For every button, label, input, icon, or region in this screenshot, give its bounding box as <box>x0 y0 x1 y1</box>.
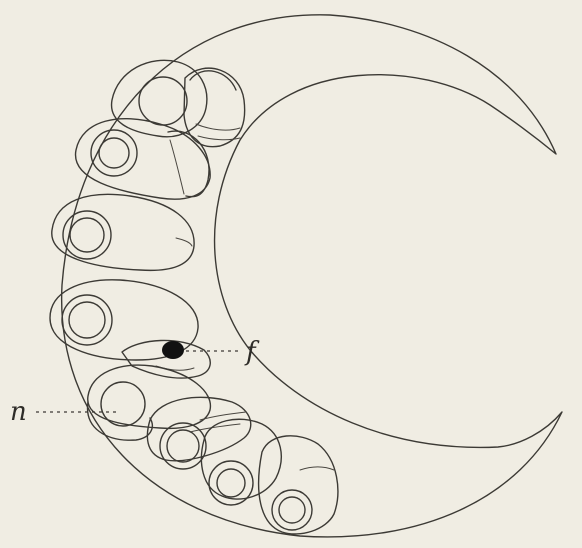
nucleus <box>279 497 305 523</box>
cell-group-n <box>88 365 211 440</box>
cell <box>88 402 153 440</box>
cell <box>168 131 209 197</box>
nucleus <box>139 77 187 125</box>
cell-group-3 <box>52 194 194 270</box>
cell <box>190 71 236 90</box>
cell-fold <box>196 124 240 130</box>
cell <box>201 419 281 499</box>
label-n: n <box>10 397 27 427</box>
cell-group-f <box>122 340 210 378</box>
cell <box>52 194 194 270</box>
cell-fold <box>176 238 192 246</box>
label-f: f <box>244 337 260 367</box>
nucleus <box>272 490 312 530</box>
cell-group-top <box>112 60 245 146</box>
nucleus <box>70 218 104 252</box>
nucleus <box>99 138 129 168</box>
crescent-outline <box>62 15 562 537</box>
nucleus <box>69 302 105 338</box>
cell <box>184 68 245 147</box>
cell-fold <box>170 140 184 194</box>
nucleus <box>217 469 245 497</box>
dark-body <box>162 341 184 359</box>
cell-fold <box>198 136 240 140</box>
cell-fold <box>300 467 334 470</box>
nucleus <box>167 430 199 462</box>
nucleus <box>101 382 145 426</box>
cell-group-lower <box>147 397 337 534</box>
